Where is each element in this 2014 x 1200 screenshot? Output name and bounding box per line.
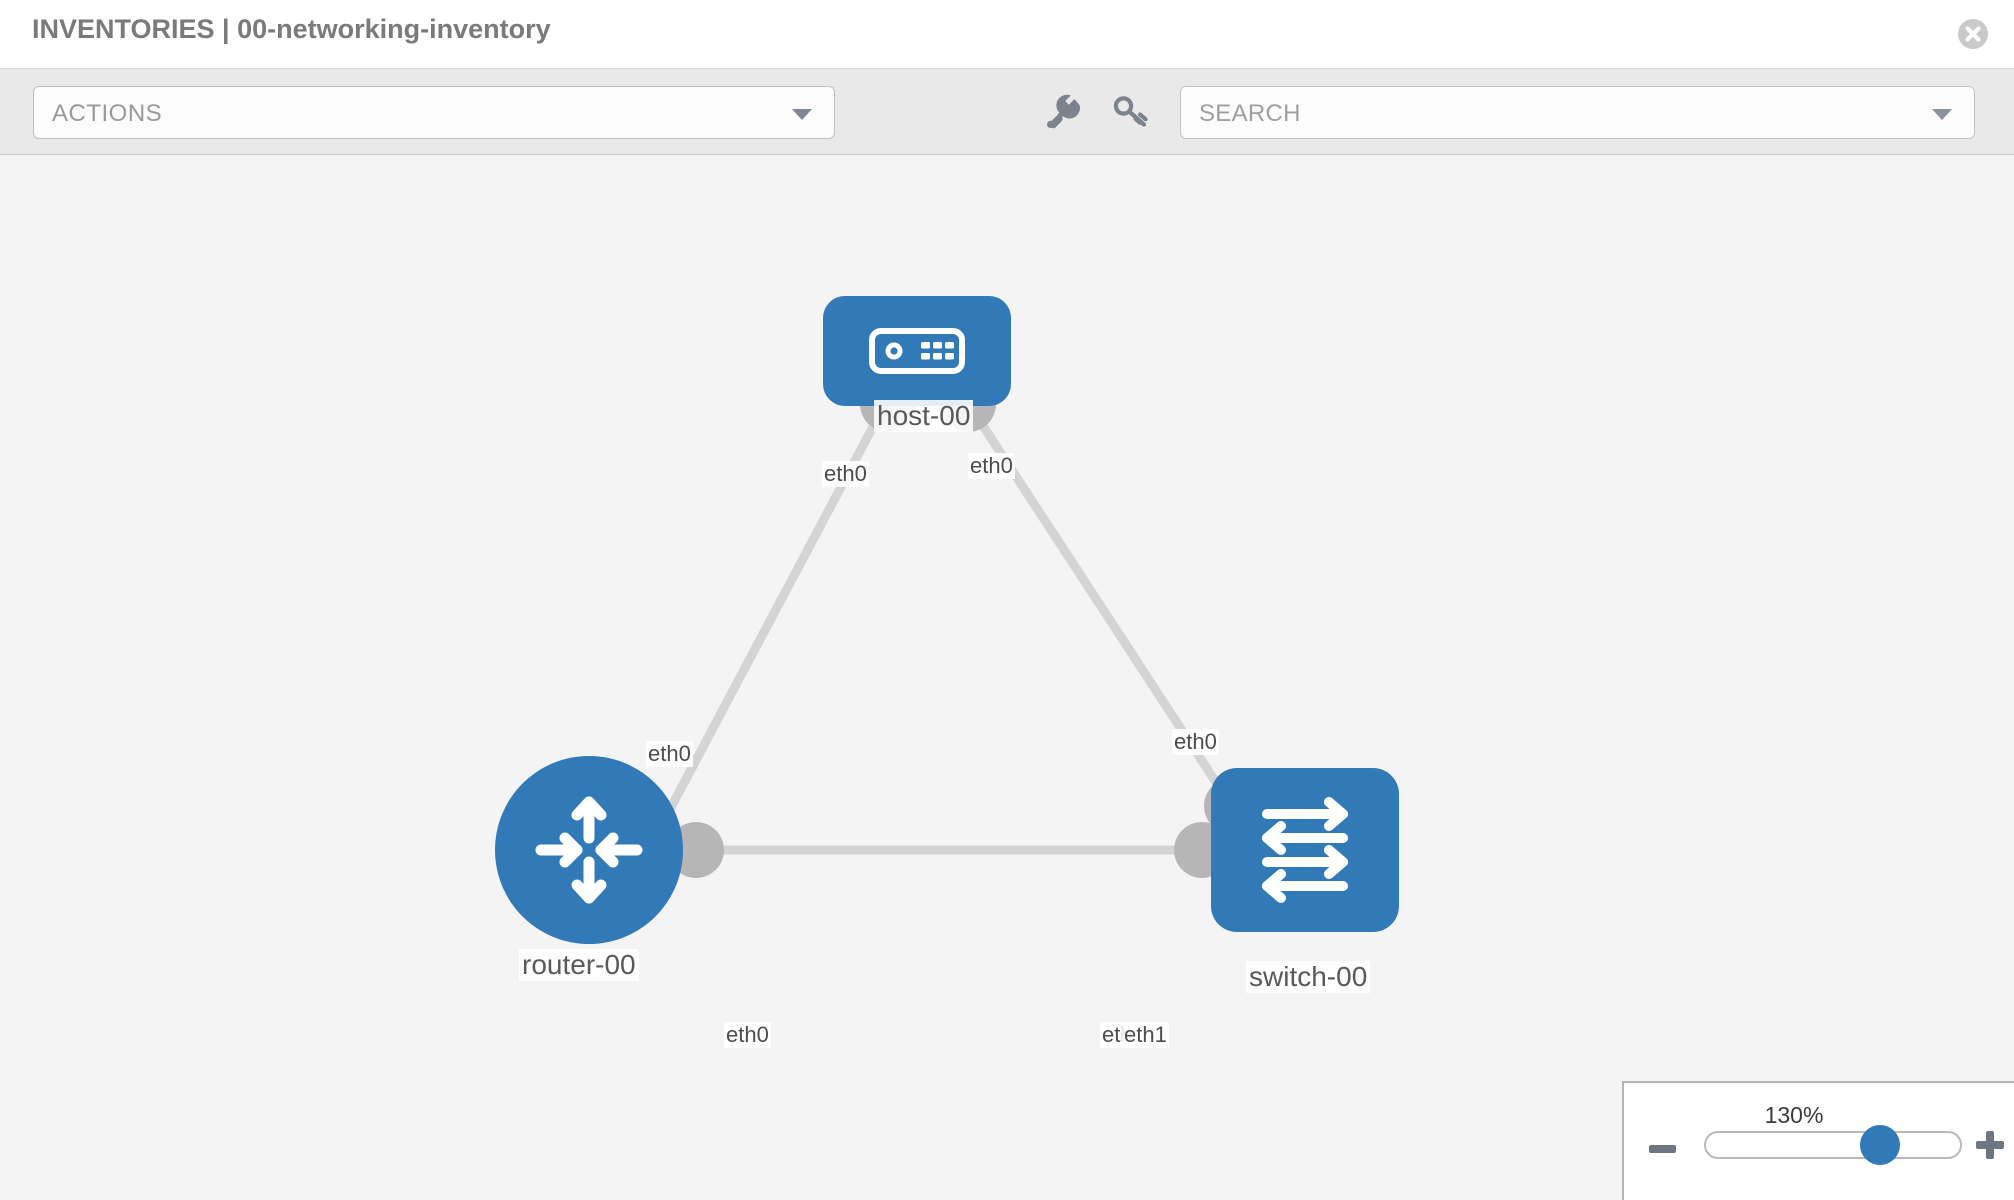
chevron-down-icon [1932,109,1952,120]
plus-icon[interactable] [1976,1131,2004,1159]
iface-label-host-left: eth0 [822,461,869,487]
switch-arrows-icon [1262,797,1348,903]
page-header: INVENTORIES | 00-networking-inventory [0,0,2014,69]
zoom-control-panel: 130% [1622,1081,2014,1200]
actions-dropdown-label: ACTIONS [52,100,163,127]
chevron-down-icon [792,109,812,120]
iface-label-switch-upper: eth0 [1172,729,1219,755]
node-router-00-label: router-00 [519,949,639,981]
node-host-00-label: host-00 [874,400,974,432]
server-icon [869,328,965,374]
iface-label-router-upper: eth0 [646,741,693,767]
wrench-icon[interactable] [1042,91,1084,133]
search-input[interactable]: SEARCH [1180,86,1975,139]
zoom-level-value: 130% [1764,1102,1824,1128]
node-switch-00-shape[interactable] [1211,768,1399,932]
router-arrows-icon [535,796,643,904]
toolbar: ACTIONS SEARCH [0,69,2014,155]
topology-canvas[interactable]: host-00 eth0 eth0 [0,156,2014,1200]
actions-dropdown[interactable]: ACTIONS [33,86,835,139]
node-switch-00-label: switch-00 [1246,961,1371,993]
search-placeholder-text: SEARCH [1199,100,1301,127]
close-icon[interactable] [1957,18,1989,50]
iface-label-router-right: eth0 [724,1022,771,1048]
page-title: INVENTORIES | 00-networking-inventory [32,14,551,44]
node-host-00-shape[interactable] [823,296,1011,406]
minus-icon[interactable] [1649,1145,1676,1153]
key-icon[interactable] [1110,91,1152,133]
iface-label-switch-left: eth1 [1122,1022,1169,1048]
node-router-00-shape[interactable] [495,756,683,944]
zoom-slider[interactable] [1704,1131,1962,1159]
iface-label-host-right: eth0 [968,453,1015,479]
zoom-slider-thumb[interactable] [1860,1125,1900,1165]
